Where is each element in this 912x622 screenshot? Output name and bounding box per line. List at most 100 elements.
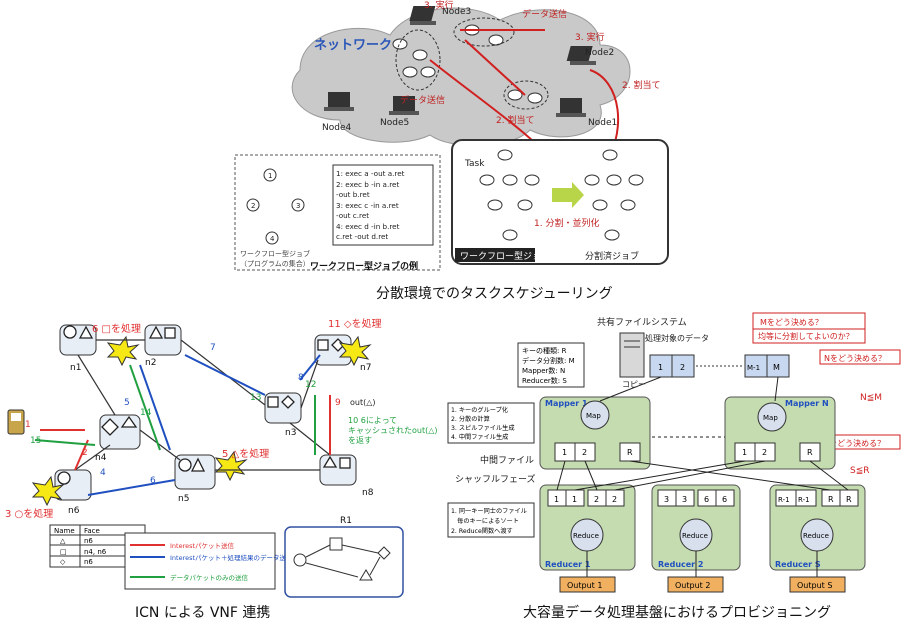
svg-text:1: 1 xyxy=(268,172,272,180)
svg-text:n3: n3 xyxy=(285,428,296,438)
svg-text:Reducer S: Reducer S xyxy=(775,560,821,569)
svg-text:3: 3 xyxy=(664,495,669,504)
svg-text:3. スピルファイル生成: 3. スピルファイル生成 xyxy=(451,424,515,432)
assign-label: 2. 割当て xyxy=(622,79,660,91)
svg-text:13: 13 xyxy=(250,393,261,403)
server-icon xyxy=(619,332,645,378)
svg-text:n6: n6 xyxy=(68,506,80,516)
workflow-job-tag xyxy=(455,248,535,262)
laptop-icon xyxy=(389,96,419,115)
svg-text:n6: n6 xyxy=(84,558,93,566)
svg-text:9: 9 xyxy=(335,398,341,408)
split-job-label: 分割済ジョブ xyxy=(585,250,639,262)
outputs: Output 1 Output 2 Output S xyxy=(559,576,846,593)
svg-text:4: exec d -in b.ret: 4: exec d -in b.ret xyxy=(336,222,400,231)
node1-label: Node1 xyxy=(588,118,617,128)
node3-label: Node3 xyxy=(442,7,471,17)
svg-text:1. キーのグループ化: 1. キーのグループ化 xyxy=(451,406,508,414)
process-circle-label: 3 ○を処理 xyxy=(5,507,53,520)
process-diamond-label: 11 ◇を処理 xyxy=(328,317,382,330)
out-triangle-label: out(△) xyxy=(350,398,376,407)
exec-label: 3. 実行 xyxy=(424,0,453,11)
laptop-icon xyxy=(556,98,586,117)
workflow-example-panel xyxy=(234,154,441,271)
processing-burst-icon xyxy=(31,335,372,507)
svg-text:毎のキーによるソート: 毎のキーによるソート xyxy=(451,517,519,525)
shuffle-label: シャッフルフェーズ xyxy=(455,473,536,485)
input-data-label: 処理対象のデータ xyxy=(645,333,709,343)
transform-arrow xyxy=(552,182,584,208)
process-triangle-label: 5 △を処理 xyxy=(222,447,269,460)
svg-text:Mapper 1: Mapper 1 xyxy=(545,399,588,408)
node5-label: Node5 xyxy=(380,118,409,128)
laptop-icon xyxy=(409,6,436,25)
svg-text:Interestパケット送信: Interestパケット送信 xyxy=(170,541,235,550)
svg-text:Reduce: Reduce xyxy=(803,532,829,540)
example-graph xyxy=(246,168,305,245)
svg-text:キーの種類: R: キーの種類: R xyxy=(522,346,567,355)
svg-text:R: R xyxy=(846,495,852,504)
svg-text:R1: R1 xyxy=(340,516,352,526)
svg-text:Output 1: Output 1 xyxy=(567,581,602,590)
svg-text:Sをどう決める？: Sをどう決める？ xyxy=(824,438,885,448)
data-send-label: データ送信 xyxy=(400,94,445,106)
laptop-icon xyxy=(566,46,596,65)
code-lines: 1: exec a -out a.ret 2: exec b -in a.ret… xyxy=(336,169,405,241)
svg-text:Reducer 2: Reducer 2 xyxy=(658,560,703,569)
svg-text:6: 6 xyxy=(150,476,156,486)
svg-text:M: M xyxy=(773,363,780,372)
svg-text:3: exec c -in a.ret: 3: exec c -in a.ret xyxy=(336,201,399,210)
svg-text:Map: Map xyxy=(763,414,778,422)
svg-text:Face: Face xyxy=(84,527,100,535)
packet-arrows xyxy=(34,354,331,496)
example-graph-labels: 12 34 xyxy=(251,172,300,243)
parameter-box: キーの種類: R データ分割数: M Mapper数: N Reducer数: … xyxy=(517,342,585,388)
svg-text:1. 同一キー同士のファイル: 1. 同一キー同士のファイル xyxy=(451,507,527,515)
workflow-job-label: ワークフロー型ジョブ xyxy=(460,250,550,262)
svg-text:4: 4 xyxy=(100,468,106,478)
svg-text:n4: n4 xyxy=(95,453,107,463)
svg-text:15: 15 xyxy=(30,436,41,446)
svg-text:Map: Map xyxy=(586,412,601,420)
vnf-shapes xyxy=(57,325,351,485)
svg-text:n4, n6: n4, n6 xyxy=(84,548,107,556)
svg-text:14: 14 xyxy=(140,408,152,418)
job-note-2: （プログラムの集合） xyxy=(240,259,310,268)
svg-text:1: 1 xyxy=(562,448,567,457)
phone-icon xyxy=(7,409,25,435)
svg-text:2: 2 xyxy=(82,448,88,458)
svg-text:n7: n7 xyxy=(360,363,371,373)
svg-text:R-1: R-1 xyxy=(798,496,810,504)
svg-text:8: 8 xyxy=(298,373,304,383)
svg-text:Nをどう決める？: Nをどう決める？ xyxy=(824,353,886,363)
svg-text:2: 2 xyxy=(612,495,617,504)
data-blocks: 1 2 M-1 M xyxy=(649,354,790,378)
svg-text:キャッシュされたout(△): キャッシュされたout(△) xyxy=(348,426,438,435)
svg-text:Reduce: Reduce xyxy=(682,532,708,540)
network-links xyxy=(74,339,331,471)
copy-label: コピー xyxy=(622,380,646,389)
shared-fs-label: 共有ファイルシステム xyxy=(597,316,687,328)
svg-text:-out c.ret: -out c.ret xyxy=(336,211,369,220)
intermediate-label: 中間ファイル xyxy=(480,454,534,466)
group-outline xyxy=(503,80,549,110)
svg-text:n6: n6 xyxy=(84,537,93,545)
right-caption: 大容量データ処理基盤におけるプロビジョニング xyxy=(523,605,831,621)
fib-table: Name Face △ n6 □ n4, n6 ◇ n6 xyxy=(49,524,146,568)
legend: Interestパケット送信 Interestパケット＋処理結果のデータ送信 デ… xyxy=(124,532,293,590)
svg-text:2. 分散の計算: 2. 分散の計算 xyxy=(451,415,490,423)
svg-text:Reduce: Reduce xyxy=(573,532,599,540)
svg-text:7: 7 xyxy=(210,343,216,353)
flow-arrows xyxy=(556,376,849,577)
svg-text:Mapper数: N: Mapper数: N xyxy=(522,366,565,375)
process-square-label: 6 □を処理 xyxy=(92,322,141,335)
svg-text:-out b.ret: -out b.ret xyxy=(336,190,370,199)
svg-text:n2: n2 xyxy=(145,358,156,368)
svg-text:3: 3 xyxy=(682,495,687,504)
svg-text:4: 4 xyxy=(270,235,275,243)
svg-text:Name: Name xyxy=(54,527,75,535)
router-labels: n1 n2 n3 n4 n5 n6 n7 n8 xyxy=(68,358,374,516)
